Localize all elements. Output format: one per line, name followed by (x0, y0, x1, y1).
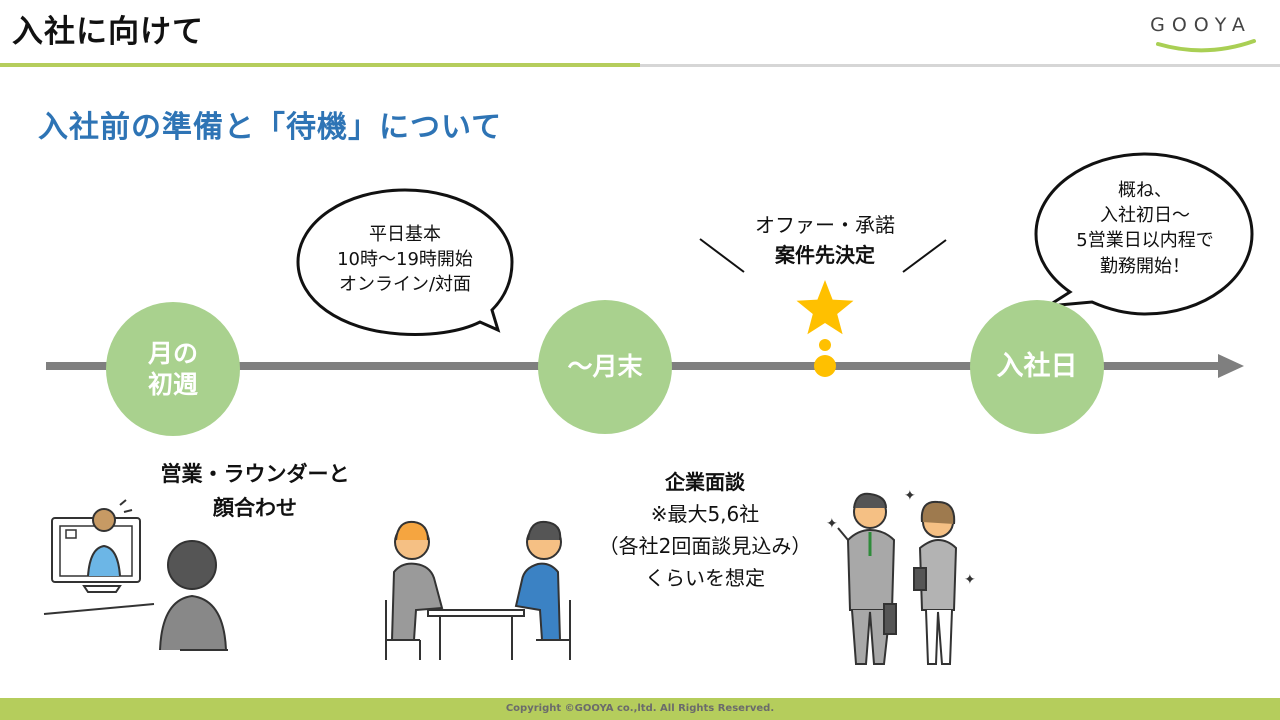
interview-label-line-2: （各社2回面談見込み） (598, 534, 812, 558)
copyright-text: Copyright ©GOOYA co.,ltd. All Rights Res… (505, 703, 775, 714)
svg-text:✦: ✦ (964, 572, 976, 588)
interview-label-title: 企業面談 (665, 470, 745, 494)
interview-illustration (385, 520, 571, 660)
offer-callout: オファー・承諾 案件先決定 (720, 210, 930, 270)
meeting-label-line-2: 顔合わせ (213, 495, 297, 520)
svg-text:✦: ✦ (904, 488, 916, 504)
star-icon (796, 280, 854, 335)
milestone-label: 入社日 (996, 351, 1078, 383)
milestone-label: 〜月末 (567, 352, 643, 382)
section-subtitle: 入社前の準備と「待機」について (38, 110, 503, 145)
header-rule-accent (0, 63, 640, 67)
company-logo: GOOYA (1136, 14, 1266, 54)
interview-label-line-3: くらいを想定 (645, 566, 765, 590)
offer-line-2: 案件先決定 (775, 243, 875, 267)
milestone-end-of-month: 〜月末 (538, 300, 672, 434)
milestone-start-date: 入社日 (970, 300, 1104, 434)
meeting-label-line-1: 営業・ラウンダーと (160, 462, 350, 486)
interview-label: 企業面談 ※最大5,6社 （各社2回面談見込み） くらいを想定 (570, 466, 840, 594)
speech-bubble-start-date (1034, 152, 1254, 316)
header-rule-gray (640, 64, 1280, 67)
offer-marker (814, 355, 836, 377)
footer-bar: Copyright ©GOOYA co.,ltd. All Rights Res… (0, 698, 1280, 720)
star-dot (819, 339, 831, 351)
bubble-text-week-one: 平日基本 10時〜19時開始 オンライン/対面 (337, 224, 473, 296)
interview-label-line-1: ※最大5,6社 (650, 502, 760, 526)
logo-text: GOOYA (1150, 14, 1252, 36)
online-meeting-illustration (43, 499, 228, 651)
milestone-label: 月の 初週 (147, 338, 198, 399)
logo-swoosh-icon (1156, 39, 1256, 53)
speech-bubble-week-one (296, 188, 514, 336)
timeline-graphics: ✦ ✦ ✦ (43, 152, 1254, 665)
page-title: 入社に向けて (12, 14, 204, 50)
meeting-label: 営業・ラウンダーと 顔合わせ (120, 458, 390, 525)
emphasis-line-right (902, 239, 947, 273)
celebrating-people-illustration (837, 492, 958, 665)
offer-line-1: オファー・承諾 (755, 213, 895, 237)
sparkle-icons: ✦ ✦ ✦ (826, 488, 976, 588)
emphasis-line-left (699, 238, 745, 273)
svg-text:✦: ✦ (826, 516, 838, 532)
milestone-first-week: 月の 初週 (106, 302, 240, 436)
bubble-text-start-date: 概ね、 入社初日〜 5営業日以内程で 勤務開始！ (1076, 180, 1214, 277)
